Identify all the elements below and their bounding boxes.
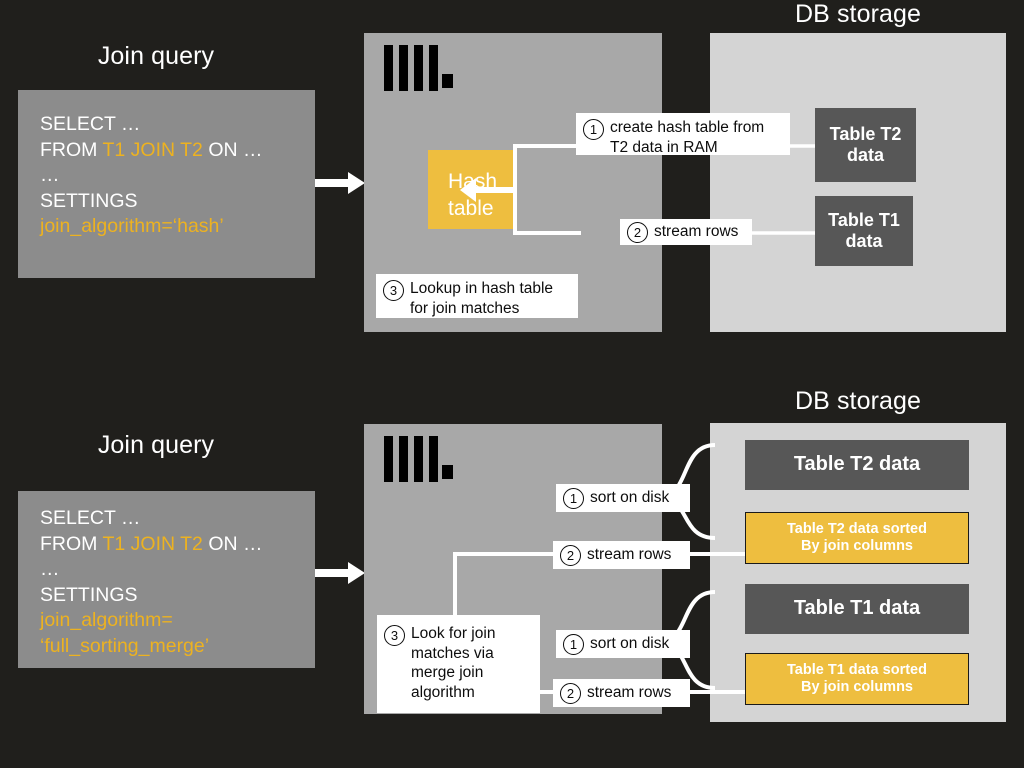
query-line-join-algorithm: join_algorithm=‘hash’ (40, 215, 224, 237)
step-callout-2-t2-bottom: 2 stream rows (553, 541, 690, 569)
clickhouse-logo-icon-top (384, 45, 456, 91)
query-line-ellipsis: … (40, 558, 61, 580)
table-box-label: Table T2 data sorted By join columns (787, 520, 927, 554)
query-from-suffix: ON … (202, 138, 263, 161)
hash-table-box: Hash table (428, 150, 513, 229)
query-from-suffix: ON … (202, 532, 263, 555)
query-line-settings: SETTINGS (40, 583, 138, 606)
table-box-label: Table T1 data sorted By join columns (787, 661, 927, 695)
db-storage-title-bottom: DB storage (794, 387, 922, 415)
step-callout-2-t1-bottom: 2 stream rows (553, 679, 690, 707)
step-callout-text: sort on disk (590, 488, 670, 506)
arrow-query-to-server-bottom (315, 562, 365, 584)
step-number-badge: 1 (583, 119, 604, 140)
step-callout-text: Look for join matches via merge join alg… (411, 625, 496, 701)
query-from-accent: T1 JOIN T2 (102, 532, 203, 555)
table-box-t1-top: Table T1 data (815, 196, 913, 266)
step-callout-text: stream rows (654, 222, 739, 240)
step-number-badge: 1 (563, 487, 584, 509)
table-box-label: Table T1 data (828, 209, 900, 251)
table-box-label: Table T2 data (793, 453, 921, 476)
db-storage-title-top: DB storage (794, 0, 922, 28)
query-line-ellipsis: … (40, 164, 61, 186)
storage-panel-top (710, 33, 1006, 332)
step-callout-text: create hash table from T2 data in RAM (610, 119, 765, 156)
table-box-t2-sorted-bottom: Table T2 data sorted By join columns (745, 512, 969, 564)
step-callout-1-t2-bottom: 1 sort on disk (556, 484, 690, 512)
table-box-t2-top: Table T2 data (815, 108, 916, 182)
query-from-prefix: FROM (40, 138, 103, 161)
step-callout-3-top: 3 Lookup in hash table for join matches (376, 274, 578, 318)
step-number-badge: 2 (560, 682, 581, 704)
table-box-label: Table T2 data (829, 123, 902, 165)
hash-table-label-line2: table (448, 197, 494, 220)
table-box-t2-bottom: Table T2 data (745, 440, 969, 490)
query-box-merge: SELECT … FROM T1 JOIN T2 ON … … SETTINGS… (18, 491, 315, 668)
query-line-join-algorithm: join_algorithm= (40, 609, 173, 631)
step-callout-text: stream rows (587, 683, 672, 701)
join-query-title-bottom: Join query (97, 431, 215, 459)
step-number-badge: 1 (563, 633, 584, 655)
query-line-select: SELECT … (40, 507, 141, 529)
table-box-label: Table T1 data (793, 597, 921, 620)
step-number-badge: 2 (627, 221, 648, 243)
hash-table-label-line1: Hash (448, 170, 498, 193)
query-box-hash: SELECT … FROM T1 JOIN T2 ON … … SETTINGS… (18, 90, 315, 278)
step-callout-3-bottom: 3 Look for join matches via merge join a… (377, 615, 540, 713)
step-number-badge: 3 (384, 625, 405, 646)
step-callout-text: sort on disk (590, 634, 670, 652)
step-callout-1-t1-bottom: 1 sort on disk (556, 630, 690, 658)
step-number-badge: 2 (560, 544, 581, 566)
table-box-t1-sorted-bottom: Table T1 data sorted By join columns (745, 653, 969, 705)
query-line-join-algorithm-value: ‘full_sorting_merge’ (40, 634, 210, 657)
arrow-query-to-server-top (315, 172, 365, 194)
query-line-select: SELECT … (40, 113, 141, 135)
step-callout-2-top: 2 stream rows (620, 219, 752, 245)
query-from-prefix: FROM (40, 532, 103, 555)
clickhouse-logo-icon-bottom (384, 436, 456, 482)
join-query-title-top: Join query (97, 42, 215, 70)
query-line-settings: SETTINGS (40, 189, 138, 212)
step-callout-text: Lookup in hash table for join matches (410, 280, 554, 317)
query-from-accent: T1 JOIN T2 (102, 138, 203, 161)
step-callout-text: stream rows (587, 545, 672, 563)
step-callout-1-top: 1 create hash table from T2 data in RAM (576, 113, 790, 156)
query-line-from: FROM T1 JOIN T2 ON … (40, 532, 295, 558)
query-line-from: FROM T1 JOIN T2 ON … (40, 138, 295, 164)
step-number-badge: 3 (383, 280, 404, 301)
table-box-t1-bottom: Table T1 data (745, 584, 969, 634)
